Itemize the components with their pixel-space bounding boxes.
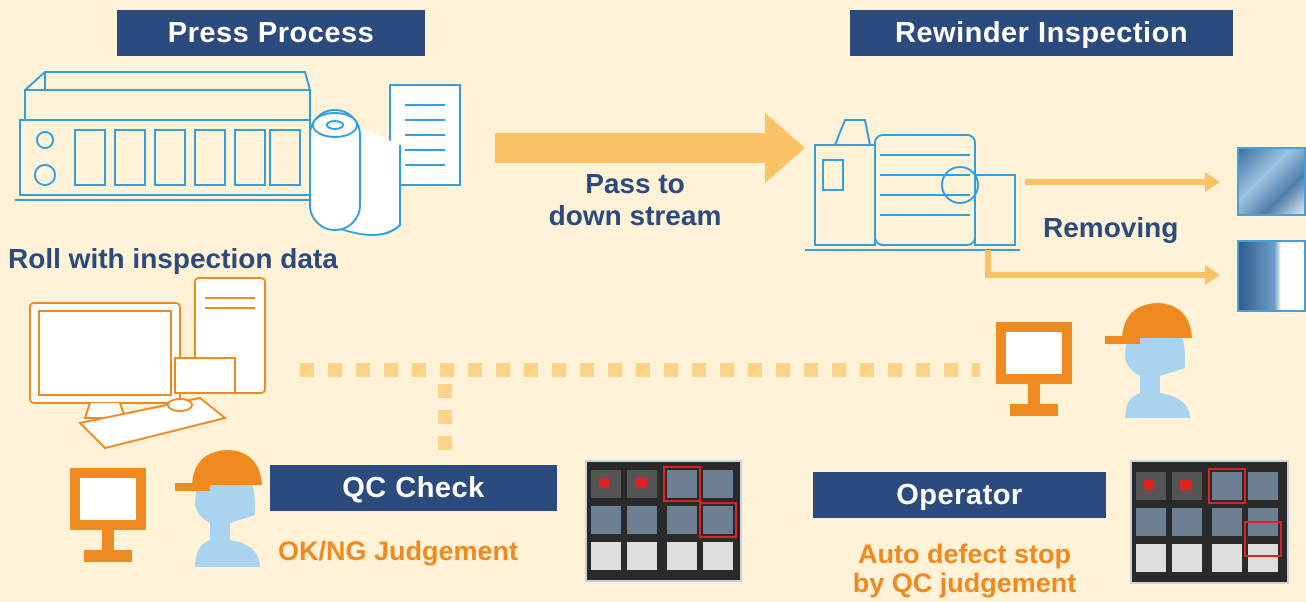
qc-person-icon xyxy=(175,450,262,567)
roll-icon xyxy=(309,84,461,236)
qc-subtitle: OK/NG Judgement xyxy=(278,536,519,566)
press-process-title: Press Process xyxy=(117,10,425,56)
operator-title: Operator xyxy=(813,472,1106,518)
pass-downstream-label: Pass to down stream xyxy=(548,168,722,231)
defect-thumbnail-1 xyxy=(1237,147,1306,216)
computer-workstation-icon xyxy=(29,277,266,450)
network-connection-line xyxy=(300,363,980,450)
qc-monitor-icon xyxy=(70,468,146,562)
operator-person-icon xyxy=(1105,303,1192,418)
operator-monitor-icon xyxy=(996,322,1072,416)
press-caption: Roll with inspection data xyxy=(8,243,338,274)
removing-arrow-bottom xyxy=(985,250,1220,285)
rewinder-inspection-title: Rewinder Inspection xyxy=(850,10,1233,56)
operator-subtitle: Auto defect stop by QC judgement xyxy=(852,539,1077,598)
defect-thumbnail-2 xyxy=(1237,240,1306,312)
press-machine-icon xyxy=(15,71,315,201)
removing-arrow-top xyxy=(1025,172,1220,192)
operator-defect-grid-screen xyxy=(1130,460,1289,584)
removing-label: Removing xyxy=(1043,212,1179,243)
rewinder-machine-icon xyxy=(805,119,1020,251)
qc-check-title: QC Check xyxy=(270,465,557,511)
qc-defect-grid-screen xyxy=(585,460,742,582)
pass-downstream-arrow xyxy=(495,113,805,183)
